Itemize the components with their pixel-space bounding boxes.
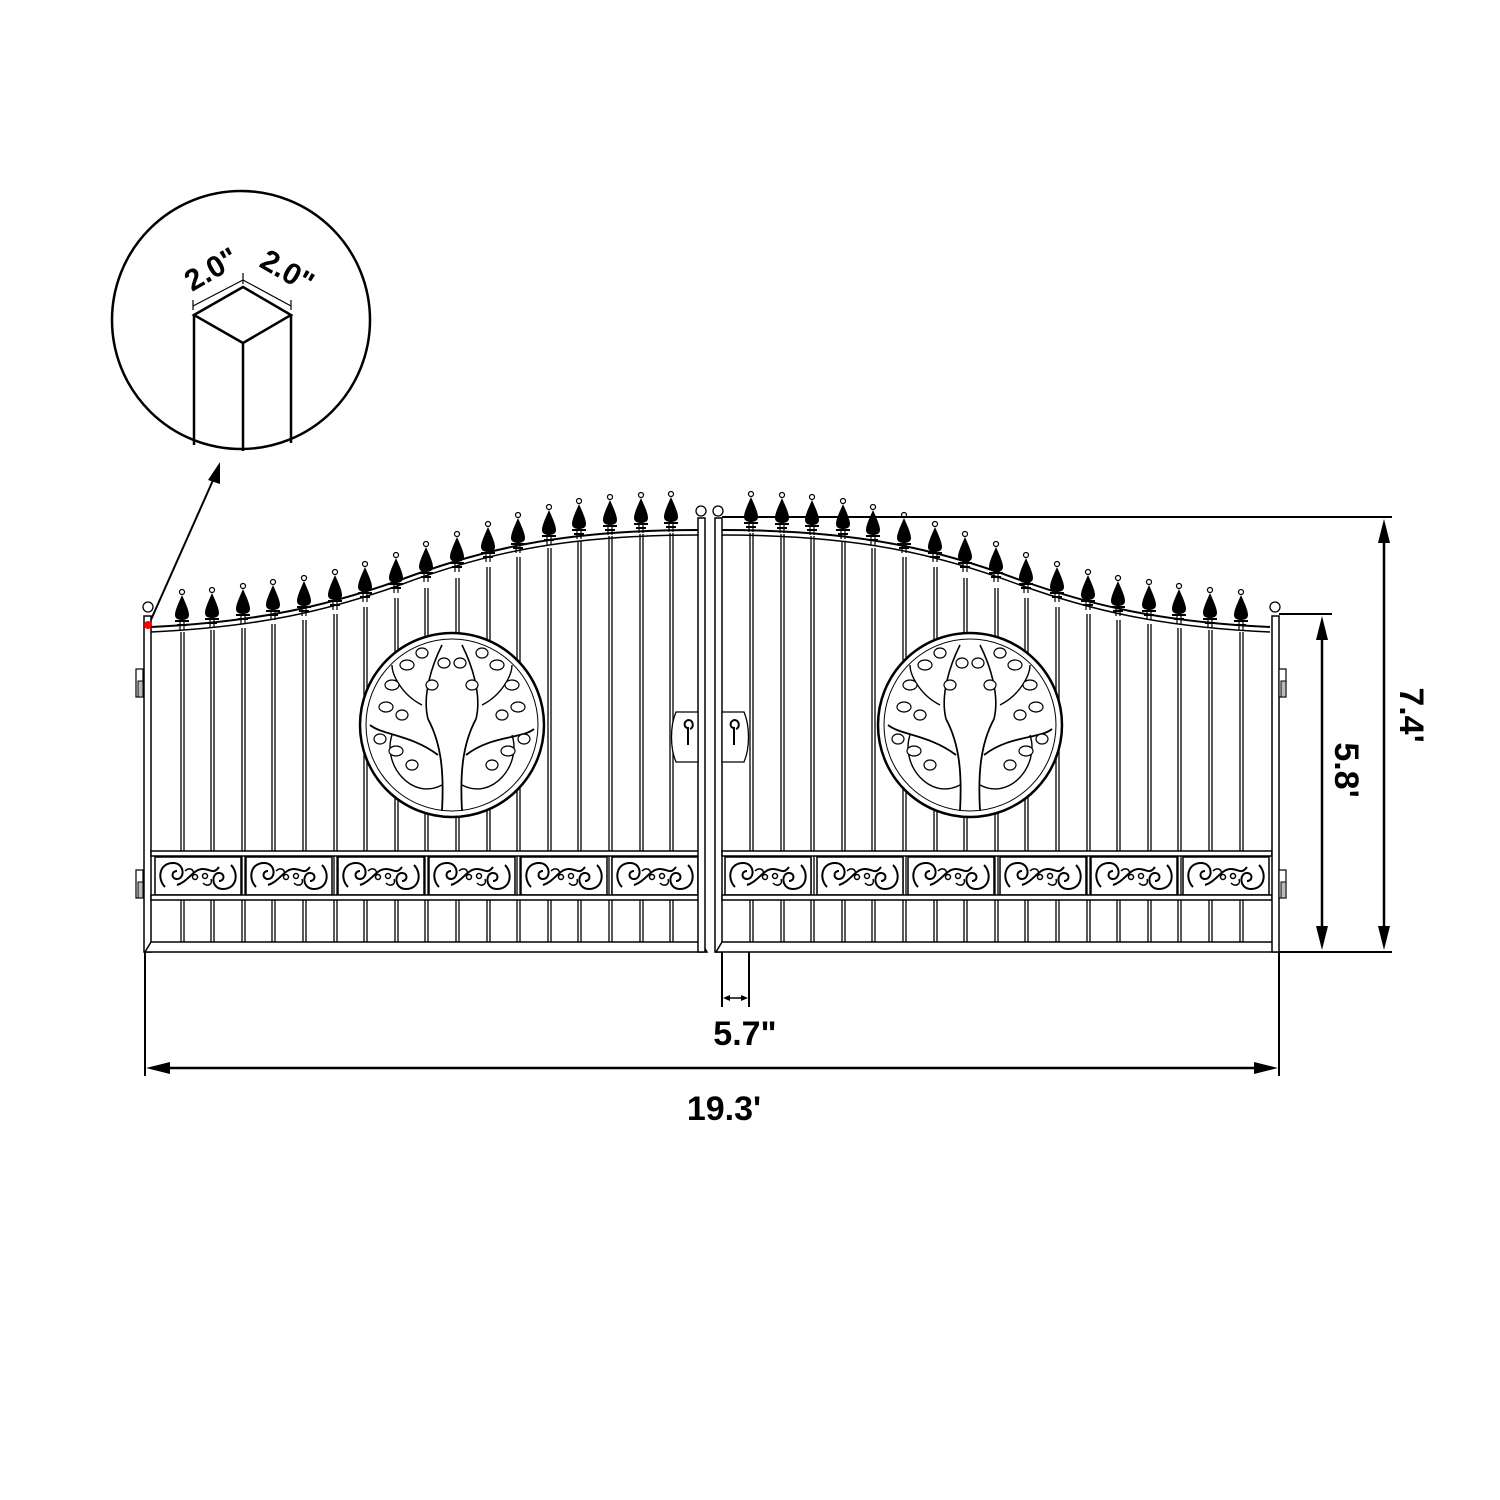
- tree-of-life-medallion: [876, 631, 1064, 819]
- arrow-down-icon: [1316, 926, 1328, 950]
- post-cap-icon: [712, 505, 724, 517]
- post-height-dimension: 5.8': [1279, 613, 1392, 953]
- callout-leader-arrow: [149, 462, 220, 623]
- right-spikes: [743, 490, 1249, 631]
- right-post: [1271, 615, 1280, 953]
- gate-left-leaf: [135, 490, 709, 953]
- peak-height-dimension: 7.4': [722, 516, 1430, 950]
- arrow-down-icon: [1378, 926, 1390, 950]
- gap-dimension: 5.7": [713, 952, 777, 1053]
- left-scroll-panels: [154, 856, 699, 896]
- tree-of-life-medallion: [358, 631, 546, 819]
- total-width-dimension: 19.3': [144, 952, 1280, 1128]
- hinge-icon: [1278, 668, 1287, 698]
- right-scroll-panels: [724, 856, 1270, 896]
- hinge-icon: [135, 668, 144, 698]
- left-post: [143, 615, 152, 953]
- post-cap-icon: [695, 505, 707, 517]
- gap-label: 5.7": [713, 1015, 776, 1053]
- latch-plate-left: [670, 711, 699, 763]
- arrow-up-icon: [1316, 616, 1328, 640]
- hinge-icon: [1278, 869, 1287, 899]
- left-spikes: [174, 490, 679, 631]
- total-width-label: 19.3': [687, 1090, 761, 1128]
- post-detail-callout: 2.0" 2.0": [110, 189, 372, 451]
- arrow-right-icon: [1254, 1062, 1278, 1074]
- post-cap-icon: [142, 601, 154, 613]
- peak-height-label: 7.4': [1392, 687, 1430, 742]
- post-height-label: 5.8': [1327, 742, 1365, 797]
- red-marker-dot: [144, 621, 152, 629]
- gate-right-leaf: [712, 490, 1287, 953]
- latch-plate-right: [721, 711, 750, 763]
- arrow-up-icon: [1378, 519, 1390, 543]
- arrow-left-icon: [146, 1062, 170, 1074]
- hinge-icon: [135, 869, 144, 899]
- post-cap-icon: [1269, 601, 1281, 613]
